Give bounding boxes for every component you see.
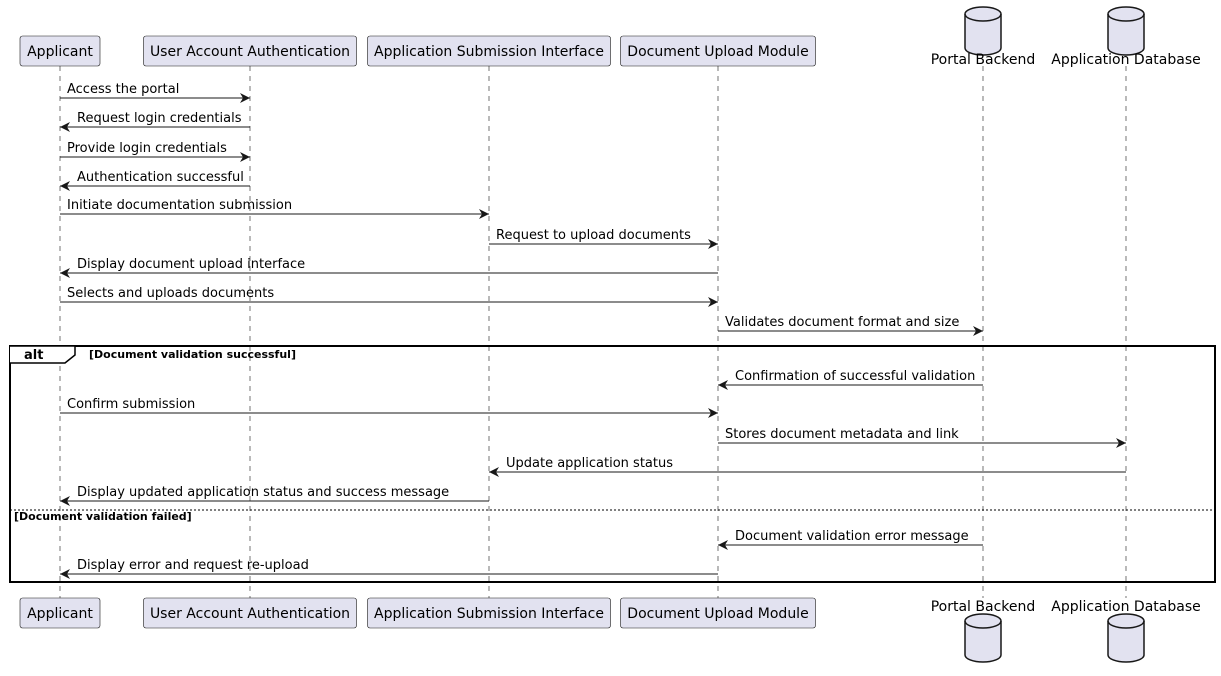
database-icon bbox=[964, 613, 1002, 663]
participant-backend-bottom: Portal Backend bbox=[931, 599, 1036, 663]
participant-applicant-bottom: Applicant bbox=[19, 597, 101, 629]
message-label: Stores document metadata and link bbox=[725, 427, 959, 442]
message-13: Update application status bbox=[489, 456, 1126, 477]
participant-box bbox=[143, 35, 357, 67]
participant-auth-bottom: User Account Authentication bbox=[143, 597, 357, 629]
database-icon bbox=[964, 6, 1002, 56]
message-4: Authentication successful bbox=[60, 170, 250, 191]
message-15: Document validation error message bbox=[718, 529, 983, 550]
message-label: Update application status bbox=[506, 456, 673, 471]
participant-label: Application Submission Interface bbox=[374, 606, 604, 622]
message-1: Access the portal bbox=[60, 82, 250, 103]
participant-box bbox=[620, 597, 816, 629]
message-11: Confirm submission bbox=[60, 397, 718, 418]
message-label: Validates document format and size bbox=[725, 315, 959, 330]
message-16: Display error and request re-upload bbox=[60, 558, 718, 579]
participant-box bbox=[19, 597, 101, 629]
participant-submission-top: Application Submission Interface bbox=[367, 35, 611, 67]
message-6: Request to upload documents bbox=[489, 228, 718, 249]
participant-applicant-top: Applicant bbox=[19, 35, 101, 67]
message-12: Stores document metadata and link bbox=[718, 427, 1126, 448]
message-label: Initiate documentation submission bbox=[67, 198, 292, 213]
message-label: Display document upload interface bbox=[77, 257, 305, 272]
message-9: Validates document format and size bbox=[718, 315, 983, 336]
message-14: Display updated application status and s… bbox=[60, 485, 489, 506]
message-3: Provide login credentials bbox=[60, 141, 250, 162]
message-label: Display error and request re-upload bbox=[77, 558, 309, 573]
participant-label: User Account Authentication bbox=[150, 44, 350, 60]
message-label: Selects and uploads documents bbox=[67, 286, 274, 301]
participant-db-bottom: Application Database bbox=[1051, 599, 1201, 663]
participant-auth-top: User Account Authentication bbox=[143, 35, 357, 67]
message-label: Confirm submission bbox=[67, 397, 195, 412]
alt-guard-failed: [Document validation failed] bbox=[14, 510, 192, 523]
message-label: Document validation error message bbox=[735, 529, 969, 544]
participant-box bbox=[620, 35, 816, 67]
participant-label: User Account Authentication bbox=[150, 606, 350, 622]
participant-label: Applicant bbox=[27, 606, 93, 622]
message-2: Request login credentials bbox=[60, 111, 250, 132]
participant-label: Portal Backend bbox=[931, 599, 1036, 615]
participant-label: Portal Backend bbox=[931, 52, 1036, 68]
participant-backend-top: Portal Backend bbox=[931, 6, 1036, 68]
message-label: Access the portal bbox=[67, 82, 179, 97]
participant-label: Application Database bbox=[1051, 599, 1200, 615]
participant-label: Application Database bbox=[1051, 52, 1200, 68]
participant-upload-bottom: Document Upload Module bbox=[620, 597, 816, 629]
participant-box bbox=[367, 35, 611, 67]
message-label: Provide login credentials bbox=[67, 141, 227, 156]
participant-box bbox=[19, 35, 101, 67]
participant-label: Document Upload Module bbox=[627, 606, 808, 622]
message-10: Confirmation of successful validation bbox=[718, 369, 983, 390]
message-7: Display document upload interface bbox=[60, 257, 718, 278]
message-label: Display updated application status and s… bbox=[77, 485, 449, 500]
participant-label: Applicant bbox=[27, 44, 93, 60]
participant-box bbox=[367, 597, 611, 629]
participant-db-top: Application Database bbox=[1051, 6, 1201, 68]
participant-label: Document Upload Module bbox=[627, 44, 808, 60]
message-8: Selects and uploads documents bbox=[60, 286, 718, 307]
participant-upload-top: Document Upload Module bbox=[620, 35, 816, 67]
alt-frame: alt [Document validation successful] [Docu… bbox=[9, 345, 1216, 583]
database-icon bbox=[1107, 6, 1145, 56]
message-label: Request login credentials bbox=[77, 111, 242, 126]
alt-guard-success: [Document validation successful] bbox=[89, 348, 296, 361]
alt-keyword: alt bbox=[24, 348, 43, 363]
participant-submission-bottom: Application Submission Interface bbox=[367, 597, 611, 629]
participant-label: Application Submission Interface bbox=[374, 44, 604, 60]
database-icon bbox=[1107, 613, 1145, 663]
participant-box bbox=[143, 597, 357, 629]
message-label: Request to upload documents bbox=[496, 228, 691, 243]
message-label: Authentication successful bbox=[77, 170, 244, 185]
message-label: Confirmation of successful validation bbox=[735, 369, 975, 384]
message-5: Initiate documentation submission bbox=[60, 198, 489, 219]
